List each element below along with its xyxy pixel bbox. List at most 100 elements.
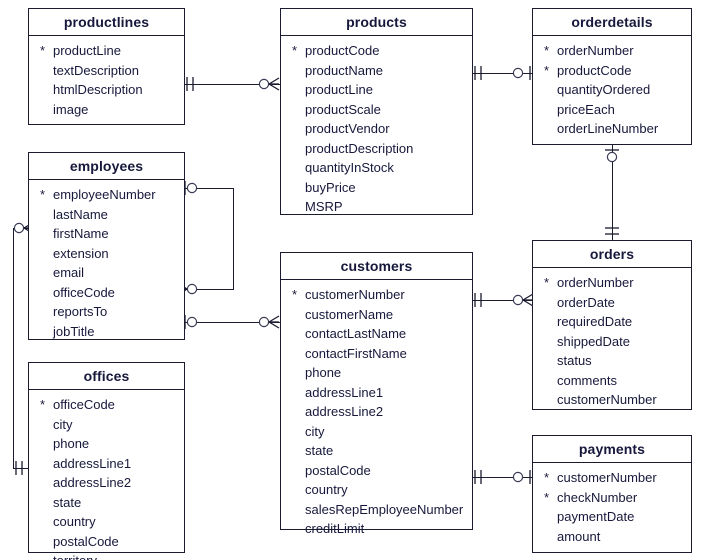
field-row: addressLine1 (281, 383, 472, 403)
field-label: productCode (305, 43, 380, 58)
field-label: productCode (557, 62, 632, 78)
connector-employees-self-bottom (185, 289, 234, 291)
connector-products-orderdetails (473, 73, 532, 75)
entity-customers[interactable]: customers *customerNumber customerName c… (280, 252, 473, 536)
field-row: officeCode (29, 283, 184, 303)
entity-employees[interactable]: employees *employeeNumber lastName first… (28, 152, 185, 340)
field-label: jobTitle (53, 323, 95, 339)
field-label: addressLine1 (305, 384, 384, 400)
connector-productlines-products (185, 84, 280, 86)
field-row: htmlDescription (29, 80, 184, 100)
entity-title-orders: orders (533, 241, 691, 268)
field-row: addressLine2 (29, 473, 184, 493)
field-label: country (53, 514, 96, 529)
field-row: reportsTo (29, 302, 184, 322)
field-row: state (281, 441, 472, 461)
crowfoot-products-orderdetails (474, 66, 531, 80)
field-label: city (305, 423, 325, 439)
field-row: contactLastName (281, 324, 472, 344)
entity-orders[interactable]: orders *orderNumber orderDate requiredDa… (532, 240, 692, 410)
entity-fields-customers: *customerNumber customerName contactLast… (281, 280, 472, 545)
connector-employees-self-right (233, 188, 235, 290)
field-row: *officeCode (29, 395, 184, 415)
field-row: MSRP (281, 197, 472, 217)
entity-fields-offices: *officeCode city phone addressLine1 addr… (29, 390, 184, 560)
field-row: *checkNumber (533, 488, 691, 508)
field-label: checkNumber (557, 489, 638, 505)
field-row: productLine (281, 80, 472, 100)
field-label: salesRepEmployeeNumber (305, 501, 464, 517)
entity-fields-employees: *employeeNumber lastName firstName exten… (29, 180, 184, 347)
entity-products[interactable]: products *productCode productName produc… (280, 8, 473, 215)
field-label: orderNumber (557, 275, 634, 290)
field-label: state (53, 494, 82, 510)
field-row: * customerNumber (533, 468, 691, 488)
connector-orderdetails-orders (612, 145, 614, 240)
field-label: customerNumber (305, 287, 405, 302)
field-row: *orderNumber (533, 41, 691, 61)
field-row: productName (281, 61, 472, 81)
field-row: email (29, 263, 184, 283)
field-label: priceEach (557, 101, 615, 117)
crowfoot-employees-self (177, 181, 198, 296)
field-label: customerNumber (557, 470, 657, 485)
field-label: postalCode (53, 533, 119, 549)
field-row: priceEach (533, 100, 691, 120)
field-label: quantityInStock (305, 160, 394, 175)
entity-offices[interactable]: offices *officeCode city phone addressLi… (28, 362, 185, 560)
field-label: reportsTo (53, 304, 108, 319)
field-label: comments (557, 372, 617, 388)
pk-marker: * (544, 275, 550, 290)
field-row: requiredDate (533, 312, 691, 332)
entity-title-customers: customers (281, 253, 472, 280)
field-row: *productCode (533, 61, 691, 81)
field-row: productScale (281, 100, 472, 120)
entity-orderdetails[interactable]: orderdetails *orderNumber *productCode q… (532, 8, 692, 145)
field-row: textDescription (29, 61, 184, 81)
field-row: shippedDate (533, 332, 691, 352)
field-label: officeCode (53, 284, 115, 300)
field-row: *productCode (281, 41, 472, 61)
pk-marker: * (544, 470, 550, 485)
field-label: orderLineNumber (557, 121, 659, 136)
field-label: contactFirstName (305, 345, 407, 361)
field-label: postalCode (305, 462, 371, 478)
field-row: lastName (29, 205, 184, 225)
field-label: productLine (305, 82, 373, 97)
field-label: city (53, 416, 73, 432)
field-row: addressLine1 (29, 454, 184, 474)
entity-title-payments: payments (533, 436, 691, 463)
connector-employees-self-top (185, 188, 234, 190)
crowfoot-employees-customers (184, 315, 280, 329)
field-label: orderNumber (557, 43, 634, 58)
field-label: amount (557, 528, 601, 544)
connector-employees-customers (185, 322, 280, 324)
field-row: productDescription (281, 139, 472, 159)
field-row: amount (533, 527, 691, 547)
crowfoot-productlines-products (186, 77, 280, 91)
field-row: city (281, 422, 472, 442)
pk-marker: * (40, 187, 46, 202)
connector-offices-employees-bottom (13, 468, 28, 470)
field-row: jobTitle (29, 322, 184, 342)
field-row: addressLine2 (281, 402, 472, 422)
field-label: phone (305, 365, 342, 380)
entity-fields-payments: *customerNumber *checkNumber paymentDate… (533, 463, 691, 552)
connector-customers-orders (473, 300, 532, 302)
field-label: firstName (53, 226, 109, 241)
entity-payments[interactable]: payments *customerNumber *checkNumber pa… (532, 435, 692, 553)
pk-marker: * (40, 397, 46, 412)
field-label: textDescription (53, 62, 139, 78)
field-row: city (29, 415, 184, 435)
field-label: MSRP (305, 199, 343, 214)
field-label: country (305, 482, 348, 497)
entity-title-employees: employees (29, 153, 184, 180)
crowfoot-customers-payments (474, 470, 531, 484)
field-row: phone (29, 434, 184, 454)
field-row: contactFirstName (281, 344, 472, 364)
field-label: buyPrice (305, 179, 356, 195)
field-label: territory (53, 553, 97, 560)
entity-productlines[interactable]: productlines *productLine textDescriptio… (28, 8, 185, 125)
entity-title-products: products (281, 9, 472, 36)
